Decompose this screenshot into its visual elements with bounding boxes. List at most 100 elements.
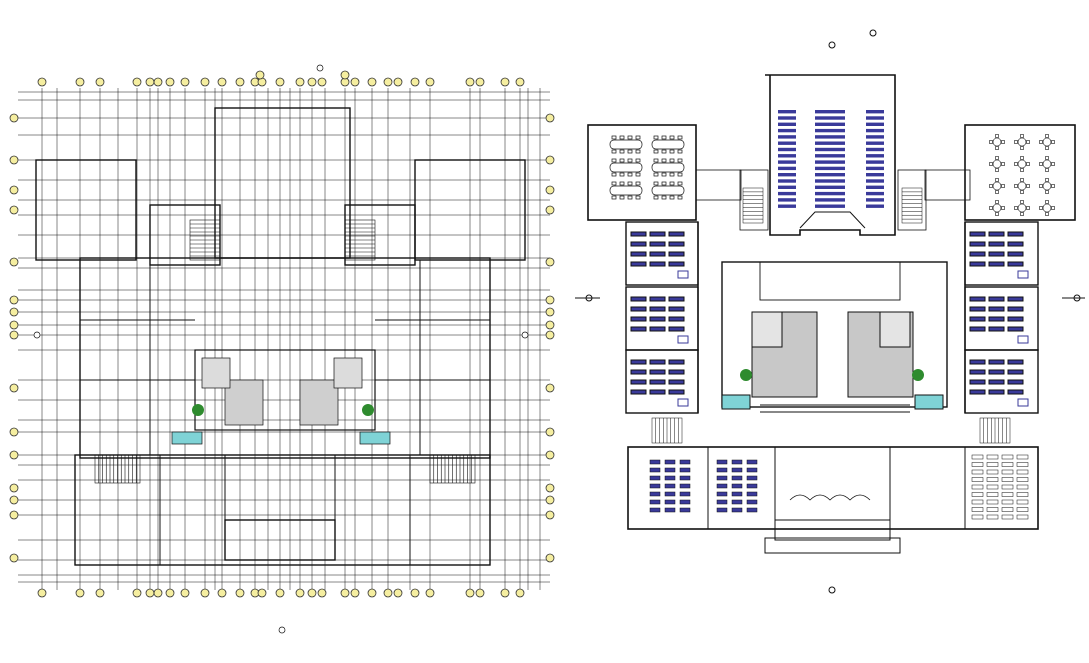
seat	[1016, 454, 1029, 460]
desk	[668, 389, 685, 395]
grid-bubble	[165, 77, 175, 87]
desk	[630, 306, 647, 312]
desk	[969, 231, 986, 237]
desk	[679, 507, 691, 513]
seat	[866, 116, 884, 120]
teacher-desk	[1017, 270, 1029, 279]
desk	[988, 231, 1005, 237]
desk	[649, 491, 661, 497]
grid-bubble	[545, 330, 555, 340]
grid-bubble	[295, 588, 305, 598]
desk	[649, 459, 661, 465]
seat	[778, 141, 796, 145]
desk	[731, 483, 743, 489]
seat	[986, 484, 999, 490]
seat	[815, 128, 845, 133]
desk	[1007, 261, 1024, 267]
seat	[815, 154, 845, 158]
desk	[668, 231, 685, 237]
grid-bubble	[545, 495, 555, 505]
desk	[668, 326, 685, 332]
desk	[679, 459, 691, 465]
desk	[649, 359, 666, 365]
desk	[1007, 316, 1024, 322]
desk	[988, 306, 1005, 312]
grid-bubble	[9, 450, 19, 460]
desk	[969, 389, 986, 395]
desk	[746, 499, 758, 505]
grid-bubble	[37, 588, 47, 598]
round-table	[1042, 159, 1052, 169]
desk	[630, 389, 647, 395]
grid-bubble	[500, 77, 510, 87]
grid-bubble	[200, 77, 210, 87]
desk	[668, 359, 685, 365]
grid-bubble	[383, 588, 393, 598]
grid-bubble	[545, 205, 555, 215]
desk	[988, 296, 1005, 302]
grid-bubble	[545, 427, 555, 437]
central-courtyard	[171, 349, 391, 445]
round-table	[1017, 137, 1027, 147]
grid-bubble	[9, 553, 19, 563]
seat	[1001, 484, 1014, 490]
theatre-seating	[778, 110, 884, 208]
seat	[778, 135, 796, 139]
desk	[988, 316, 1005, 322]
desk	[630, 359, 647, 365]
right-furnished-plan	[575, 29, 1085, 594]
grid-bubble	[180, 77, 190, 87]
grid-bubble	[425, 77, 435, 87]
classroom	[625, 286, 699, 351]
seat	[866, 128, 884, 133]
grid-bubble	[295, 77, 305, 87]
grid-bubble	[9, 113, 19, 123]
seat	[866, 141, 884, 145]
desk	[630, 326, 647, 332]
grid-bubble	[9, 320, 19, 330]
grid-bubble	[275, 588, 285, 598]
left-structural-plan	[9, 64, 555, 634]
north-arrow-icon	[575, 29, 1085, 594]
seat	[866, 135, 884, 139]
seat	[778, 204, 796, 208]
desk	[649, 379, 666, 385]
grid-bubble	[9, 483, 19, 493]
seat	[778, 185, 796, 189]
desk	[716, 499, 728, 505]
desk	[679, 499, 691, 505]
seat	[1016, 477, 1029, 482]
desk	[969, 306, 986, 312]
seat	[986, 492, 999, 497]
seat	[778, 116, 796, 120]
section-marker-icon	[33, 64, 529, 634]
seat	[815, 166, 845, 171]
grid-bubble	[500, 588, 510, 598]
glazing-panel	[914, 394, 944, 410]
desk	[649, 483, 661, 489]
desk	[988, 326, 1005, 332]
desk	[679, 467, 691, 473]
grid-bubble	[257, 588, 267, 598]
desk	[1007, 251, 1024, 257]
planter-icon	[912, 369, 924, 381]
seat	[866, 204, 884, 208]
grid-bubble	[9, 155, 19, 165]
planter-icon	[740, 369, 752, 381]
seat	[1016, 462, 1029, 467]
seat	[815, 198, 845, 202]
long-tables	[609, 135, 685, 200]
round-tables	[989, 134, 1055, 216]
seat	[1016, 484, 1029, 490]
desk	[630, 251, 647, 257]
seat	[971, 469, 984, 475]
grid-bubble	[235, 588, 245, 598]
desk	[1007, 306, 1024, 312]
desk	[731, 507, 743, 513]
desk	[630, 296, 647, 302]
grid-bubble	[367, 77, 377, 87]
grid-bubble	[153, 77, 163, 87]
grid-bubble	[9, 205, 19, 215]
desk	[988, 359, 1005, 365]
